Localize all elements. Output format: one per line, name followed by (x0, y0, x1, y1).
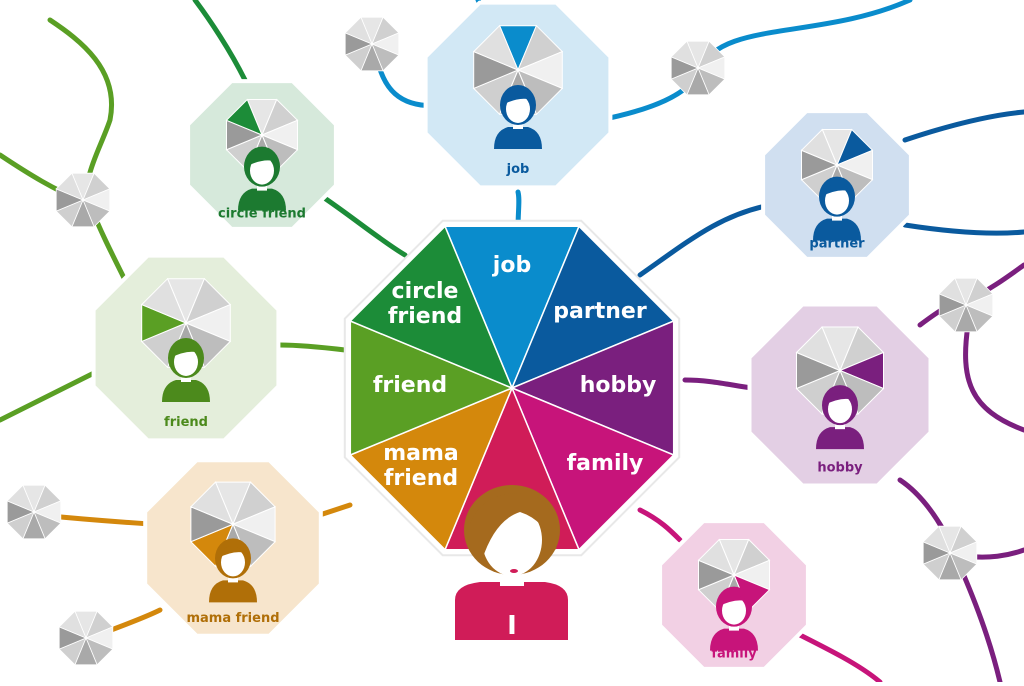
mini-pie-slice (344, 16, 373, 45)
node-label: mama friend (186, 611, 279, 626)
connection-line (277, 342, 348, 353)
center-segment-label-line: job (492, 253, 531, 278)
node-label: job (506, 162, 530, 177)
mini-pie-icon (344, 16, 400, 72)
person-fringe (821, 184, 853, 197)
connection-line (637, 202, 773, 278)
center-segment-label: friend (373, 373, 447, 398)
person-body (238, 188, 286, 211)
center-segment-label-line: partner (553, 299, 647, 324)
node-label: circle friend (218, 206, 306, 221)
mini-pie-slice (922, 525, 951, 554)
node-label: friend (164, 415, 208, 430)
mini-nodes (6, 16, 994, 666)
center-segment-label-line: friend (384, 466, 458, 491)
connection-line (682, 377, 755, 391)
mini-pie-slice (58, 610, 87, 639)
node-pie-slice (225, 98, 263, 136)
connection-line (963, 322, 1024, 433)
person-face (221, 548, 245, 577)
node-pie-slice (800, 128, 838, 166)
node-label: partner (809, 236, 865, 251)
person-body (494, 127, 542, 149)
node-mama-friend: mama friend (143, 458, 323, 638)
connection-line (902, 222, 1024, 236)
center-segment-label-line: hobby (580, 373, 657, 398)
self-label: I (507, 611, 517, 641)
self-person: I (455, 485, 568, 641)
connection-line (637, 507, 683, 543)
person-body (816, 427, 864, 450)
person-fringe (170, 345, 202, 358)
person-face (825, 186, 849, 215)
connection-line (47, 17, 128, 283)
connection-line (192, 0, 248, 83)
mini-pie-slice (55, 172, 84, 201)
node-family: family (658, 519, 810, 671)
node-circle-friend: circle friend (186, 79, 338, 231)
mini-pie-icon (6, 484, 62, 540)
connection-line (597, 0, 913, 123)
node-pie-slice (795, 326, 841, 372)
mini-pie-icon (922, 525, 978, 581)
connection-line (787, 627, 883, 685)
node-pie-slice (190, 481, 234, 526)
mini-pie-icon (58, 610, 114, 666)
self-body (455, 582, 568, 640)
person-body (209, 580, 257, 603)
self-fringe (468, 493, 557, 560)
person-fringe (246, 154, 278, 167)
mini-pie-icon (670, 40, 726, 96)
center-segment-label-line: friend (388, 304, 462, 329)
center-segment-label-line: mama (383, 441, 459, 466)
mini-pie-slice (6, 484, 35, 513)
self-lips (510, 569, 518, 573)
person-fringe (718, 594, 750, 607)
person-fringe (502, 92, 534, 105)
person-fringe (217, 546, 249, 559)
person-body (710, 628, 758, 651)
node-label: hobby (817, 460, 863, 475)
person-face (250, 156, 274, 185)
node-job: job (423, 0, 613, 190)
node-pie-slice (697, 538, 735, 576)
connection-line (317, 192, 408, 258)
node-pie-slice (472, 24, 519, 71)
person-face (506, 95, 530, 123)
mini-pie-icon (938, 277, 994, 333)
person-face (174, 348, 198, 376)
person-fringe (824, 393, 856, 406)
person-body (162, 380, 210, 402)
connection-line (902, 109, 1024, 143)
center-segment-label-line: friend (373, 373, 447, 398)
node-partner: partner (761, 109, 913, 261)
node-label: family (711, 646, 757, 661)
mini-pie-slice (938, 277, 967, 306)
node-pie-slice (140, 277, 187, 324)
person-face (828, 395, 852, 424)
mini-pie-slice (670, 40, 699, 69)
connection-line (0, 367, 103, 423)
node-friend: friend (91, 253, 281, 443)
center-segment-label: partner (553, 299, 647, 324)
node-hobby: hobby (747, 302, 933, 488)
center-segment (348, 224, 514, 390)
center-segment-label: hobby (580, 373, 657, 398)
center-segment-label-line: circle (392, 279, 459, 304)
person-body (813, 218, 861, 241)
mini-pie-icon (55, 172, 111, 228)
center-segment-label: family (567, 451, 644, 476)
center-segment-label: job (492, 253, 531, 278)
center-segment-label-line: family (567, 451, 644, 476)
person-face (722, 596, 746, 625)
